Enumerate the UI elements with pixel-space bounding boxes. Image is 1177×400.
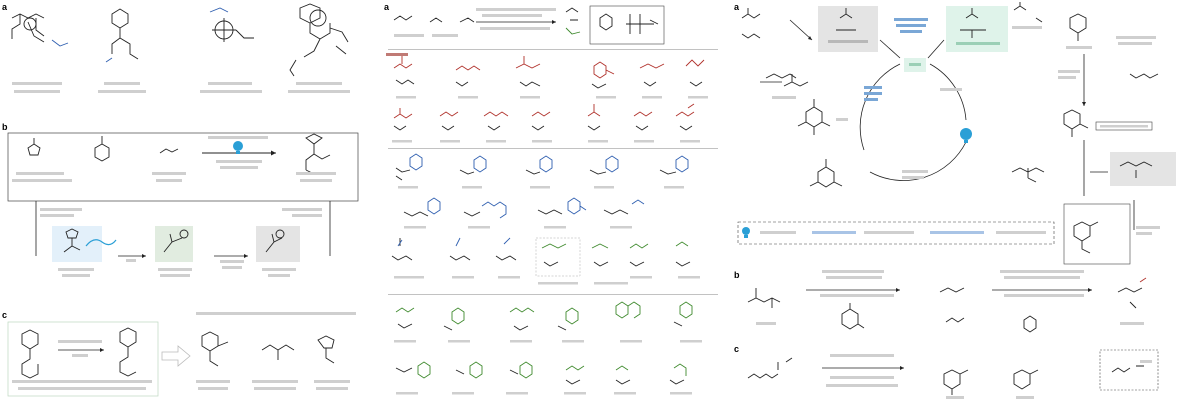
left-panel-b-scheme: [7, 132, 359, 277]
left-figure: a b: [2, 2, 359, 397]
right-panel-c-scheme: [747, 349, 1159, 399]
left-panel-a-letter: a: [2, 2, 8, 12]
middle-blue-scope: [395, 153, 689, 229]
right-panel-b-letter: b: [734, 270, 740, 280]
right-figure: a: [734, 2, 1176, 399]
left-panel-b-letter: b: [2, 122, 8, 132]
left-panel-a-molecules: [11, 3, 350, 93]
right-panel-a-cycle: [741, 2, 1176, 265]
dashed-box-icon: [737, 221, 1055, 245]
middle-figure: a: [384, 2, 718, 395]
middle-green-scope: [391, 237, 700, 285]
middle-panel-a-letter: a: [384, 2, 390, 12]
left-panel-c-letter: c: [2, 310, 7, 320]
light-bulb-icon: [233, 141, 243, 154]
middle-red-scope: [386, 53, 708, 143]
right-panel-b-scheme: [747, 270, 1147, 333]
light-bulb-icon: [960, 128, 972, 143]
left-panel-c-scheme: [7, 312, 356, 397]
middle-header-scheme: [393, 5, 665, 45]
light-bulb-icon: [742, 227, 750, 238]
right-panel-c-letter: c: [734, 344, 739, 354]
right-panel-a-letter: a: [734, 2, 740, 12]
middle-green-scope-lower: [394, 301, 702, 395]
